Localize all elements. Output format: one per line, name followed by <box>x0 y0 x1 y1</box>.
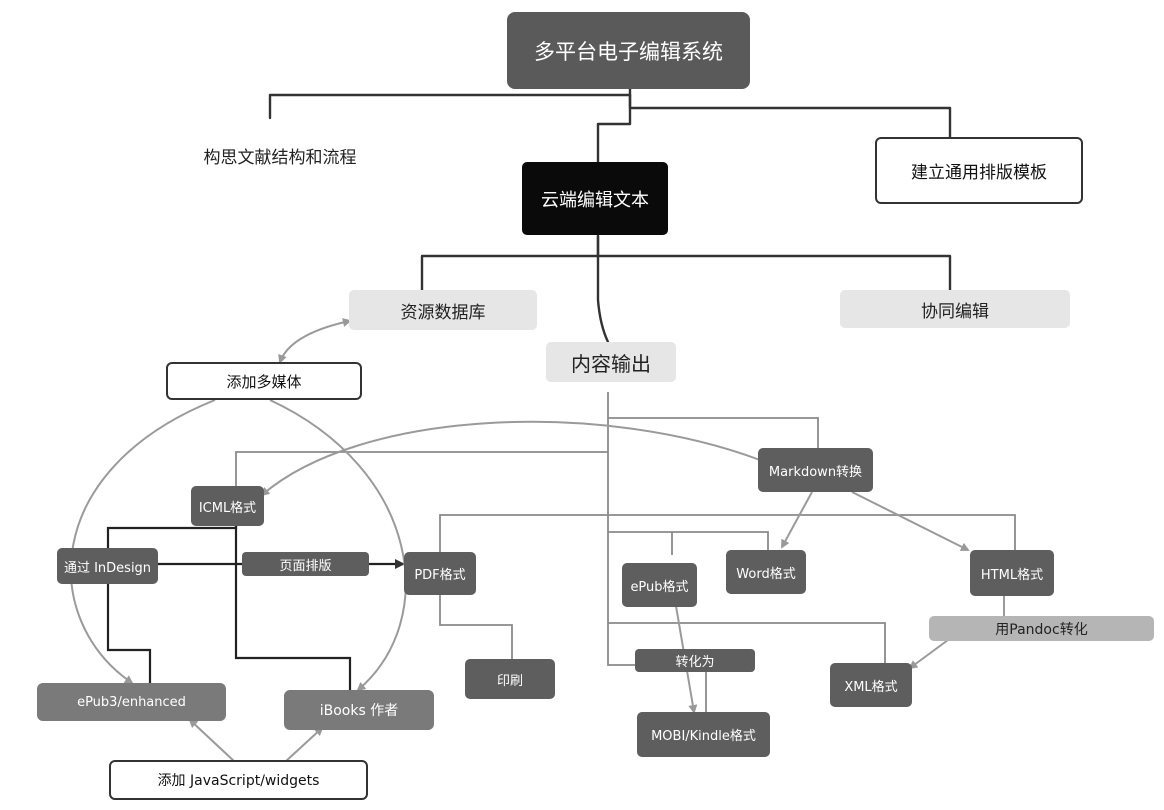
connector-icml-indesign <box>106 525 238 550</box>
connector-output-convert <box>650 664 707 712</box>
connector-output-trunk <box>607 392 650 666</box>
concept-node: 构思文献结构和流程 <box>203 147 357 168</box>
icml-node: ICML格式 <box>191 486 264 526</box>
connector-icml-ibooks <box>234 525 352 690</box>
connector-root-cloud <box>596 93 632 164</box>
connector-output-pdf-html <box>439 514 1016 552</box>
root-node: 多平台电子编辑系统 <box>507 12 750 89</box>
arrow-media-ibooks <box>269 399 407 692</box>
page-layout-node: 页面排版 <box>242 552 369 576</box>
connector-indesign-epub3 <box>106 584 152 683</box>
connector-output-word <box>608 531 769 555</box>
connector-output-icml <box>235 451 608 488</box>
connector-output-xml <box>608 622 886 663</box>
word-format-node: Word格式 <box>726 550 806 594</box>
pdf-format-node: PDF格式 <box>404 552 476 595</box>
add-js-node: 添加 JavaScript/widgets <box>109 760 368 800</box>
connector-root-template <box>628 93 952 140</box>
epub3-node: ePub3/enhanced <box>37 683 226 721</box>
ibooks-node: iBooks 作者 <box>284 690 434 730</box>
connector-cloud-output <box>596 234 610 344</box>
print-node: 印刷 <box>465 659 555 699</box>
connector-cloud-branches <box>420 234 952 294</box>
arrow-connectors <box>69 318 1005 763</box>
tree-connectors <box>268 86 952 344</box>
convert-to-node: 转化为 <box>635 649 755 672</box>
connector-output-markdown <box>608 417 819 448</box>
mobi-format-node: MOBI/Kindle格式 <box>637 712 770 757</box>
arrow-pandoc-xml <box>908 639 949 670</box>
html-format-node: HTML格式 <box>970 550 1054 596</box>
pandoc-node: 用Pandoc转化 <box>929 616 1154 641</box>
arrow-js-epub3 <box>188 718 236 763</box>
resource-db-node: 资源数据库 <box>349 290 537 330</box>
arrow-media-epub3 <box>69 399 216 685</box>
cloud-edit-node: 云端编辑文本 <box>522 162 668 235</box>
connector-root-concept <box>268 86 632 120</box>
connector-pdf-print <box>439 595 513 660</box>
collab-edit-node: 协同编辑 <box>840 290 1070 328</box>
output-connectors <box>235 392 1016 712</box>
epub-format-node: ePub格式 <box>622 563 697 607</box>
add-media-node: 添加多媒体 <box>166 362 362 400</box>
xml-format-node: XML格式 <box>830 663 912 707</box>
arrow-resource-media <box>278 318 352 364</box>
arrow-markdown-icml <box>260 420 761 497</box>
arrow-js-ibooks <box>284 726 324 763</box>
via-indesign-node: 通过 InDesign <box>57 548 158 584</box>
template-node: 建立通用排版模板 <box>875 137 1083 204</box>
markdown-node: Markdown转换 <box>758 448 873 492</box>
content-output-node: 内容输出 <box>546 342 676 382</box>
arrow-markdown-html <box>851 491 970 551</box>
arrow-markdown-word <box>781 491 813 549</box>
